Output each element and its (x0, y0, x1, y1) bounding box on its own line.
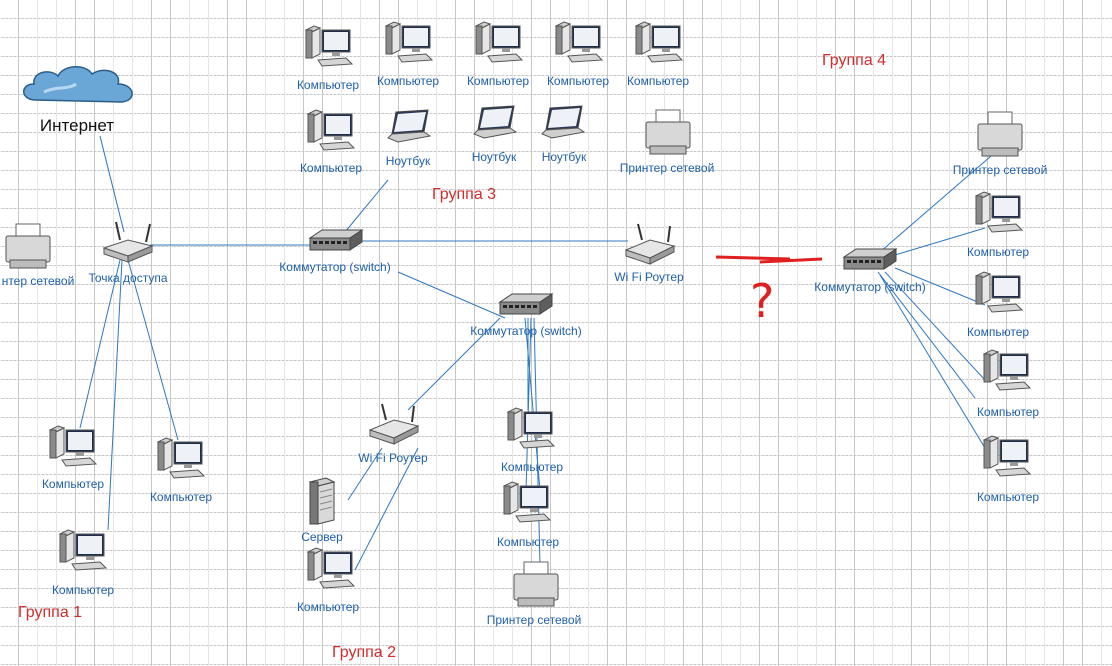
computer-label: Компьютер (500, 460, 564, 474)
printer-icon (513, 561, 559, 607)
missing-link-mark-2 (759, 257, 823, 264)
laptop-icon (470, 104, 520, 149)
printer-label-g3: Принтер сетевой (619, 161, 715, 175)
switch-icon (498, 293, 554, 315)
computer-icon (974, 190, 1024, 239)
computer-label: Компьютер (466, 74, 530, 88)
link-internet-ap (99, 135, 125, 233)
laptop-label: Ноутбук (471, 150, 517, 164)
computer-label: Компьютер (41, 477, 105, 491)
server-icon (308, 477, 336, 525)
computer-label: Компьютер (966, 245, 1030, 259)
link-switch1-switch2 (397, 271, 506, 319)
link-ap-pc1 (79, 259, 121, 429)
link-sw4-pc1 (894, 227, 986, 256)
switch1-label: Коммутатор (switch) (279, 260, 391, 274)
computer-icon (506, 406, 556, 455)
laptop-icon (384, 108, 434, 153)
computer-icon (982, 434, 1032, 483)
printer-label-g2: Принтер сетевой (486, 613, 582, 627)
internet-cloud-icon (23, 66, 133, 103)
link-switch2-pc-c (524, 317, 541, 491)
computer-icon (306, 546, 356, 595)
wifi-router-label-g3: Wi Fi Роутер (614, 270, 684, 284)
computer-icon (554, 20, 604, 69)
computer-label: Компьютер (51, 583, 115, 597)
computer-icon (982, 348, 1032, 397)
laptop-label: Ноутбук (541, 150, 587, 164)
link-sw4-pc4b (877, 271, 976, 399)
computer-icon (48, 424, 98, 473)
missing-link-mark (715, 255, 791, 261)
computer-label: Компьютер (976, 490, 1040, 504)
printer-icon (977, 111, 1023, 157)
computer-label: Компьютер (496, 535, 560, 549)
computer-label: Компьютер (966, 325, 1030, 339)
wifi-router-icon (624, 223, 676, 265)
computer-label: Компьютер (626, 74, 690, 88)
laptop-label: Ноутбук (385, 154, 431, 168)
link-switch1-laptop (344, 179, 389, 233)
wifi-router-label-g2: Wi Fi Роутер (358, 451, 428, 465)
computer-label: Компьютер (299, 161, 363, 175)
printer-icon (645, 109, 691, 155)
link-ap-pc2 (107, 259, 123, 531)
access-point-label: Точка доступа (88, 271, 168, 285)
link-sw4-printer (879, 149, 999, 253)
link-switch2-router2 (407, 317, 501, 411)
link-router2-server (347, 447, 383, 501)
access-point-icon (102, 221, 154, 263)
server-label: Сервер (301, 530, 343, 544)
link-ap-pc3 (127, 259, 179, 441)
computer-icon (634, 20, 684, 69)
computer-icon (502, 480, 552, 529)
printer-label-g1: нтер сетевой (1, 274, 75, 288)
group-1-label: Группа 1 (18, 604, 83, 621)
group-4-label: Группа 4 (822, 52, 887, 69)
question-mark: ? (750, 274, 775, 328)
computer-icon (974, 270, 1024, 319)
laptop-icon (538, 104, 588, 149)
internet-label: Интернет (39, 116, 115, 135)
link-switch2-pc-b (525, 317, 532, 491)
switch-icon (842, 248, 898, 270)
group-3-label: Группа 3 (432, 186, 497, 203)
switch-icon (308, 229, 364, 251)
link-sw4-pc4 (879, 274, 986, 449)
wifi-router-icon (368, 403, 420, 445)
computer-label: Компьютер (546, 74, 610, 88)
printer-icon (5, 223, 51, 269)
computer-icon (58, 528, 108, 577)
computer-icon (306, 108, 356, 157)
group-2-label: Группа 2 (332, 644, 397, 661)
computer-icon (474, 20, 524, 69)
computer-icon (304, 24, 354, 73)
computer-icon (156, 436, 206, 485)
computer-label: Компьютер (296, 600, 360, 614)
computer-label: Компьютер (976, 405, 1040, 419)
link-sw4-pc3 (884, 271, 986, 381)
computer-icon (384, 20, 434, 69)
computer-label: Компьютер (296, 78, 360, 92)
switch4-label: Коммутатор (switch) (814, 280, 926, 294)
printer-label-g4: Принтер сетевой (952, 163, 1048, 177)
computer-label: Компьютер (149, 490, 213, 504)
computer-label: Компьютер (376, 74, 440, 88)
link-router2-pc (354, 447, 419, 571)
link-sw4-pc2 (894, 267, 986, 306)
switch2-label: Коммутатор (switch) (470, 324, 582, 338)
